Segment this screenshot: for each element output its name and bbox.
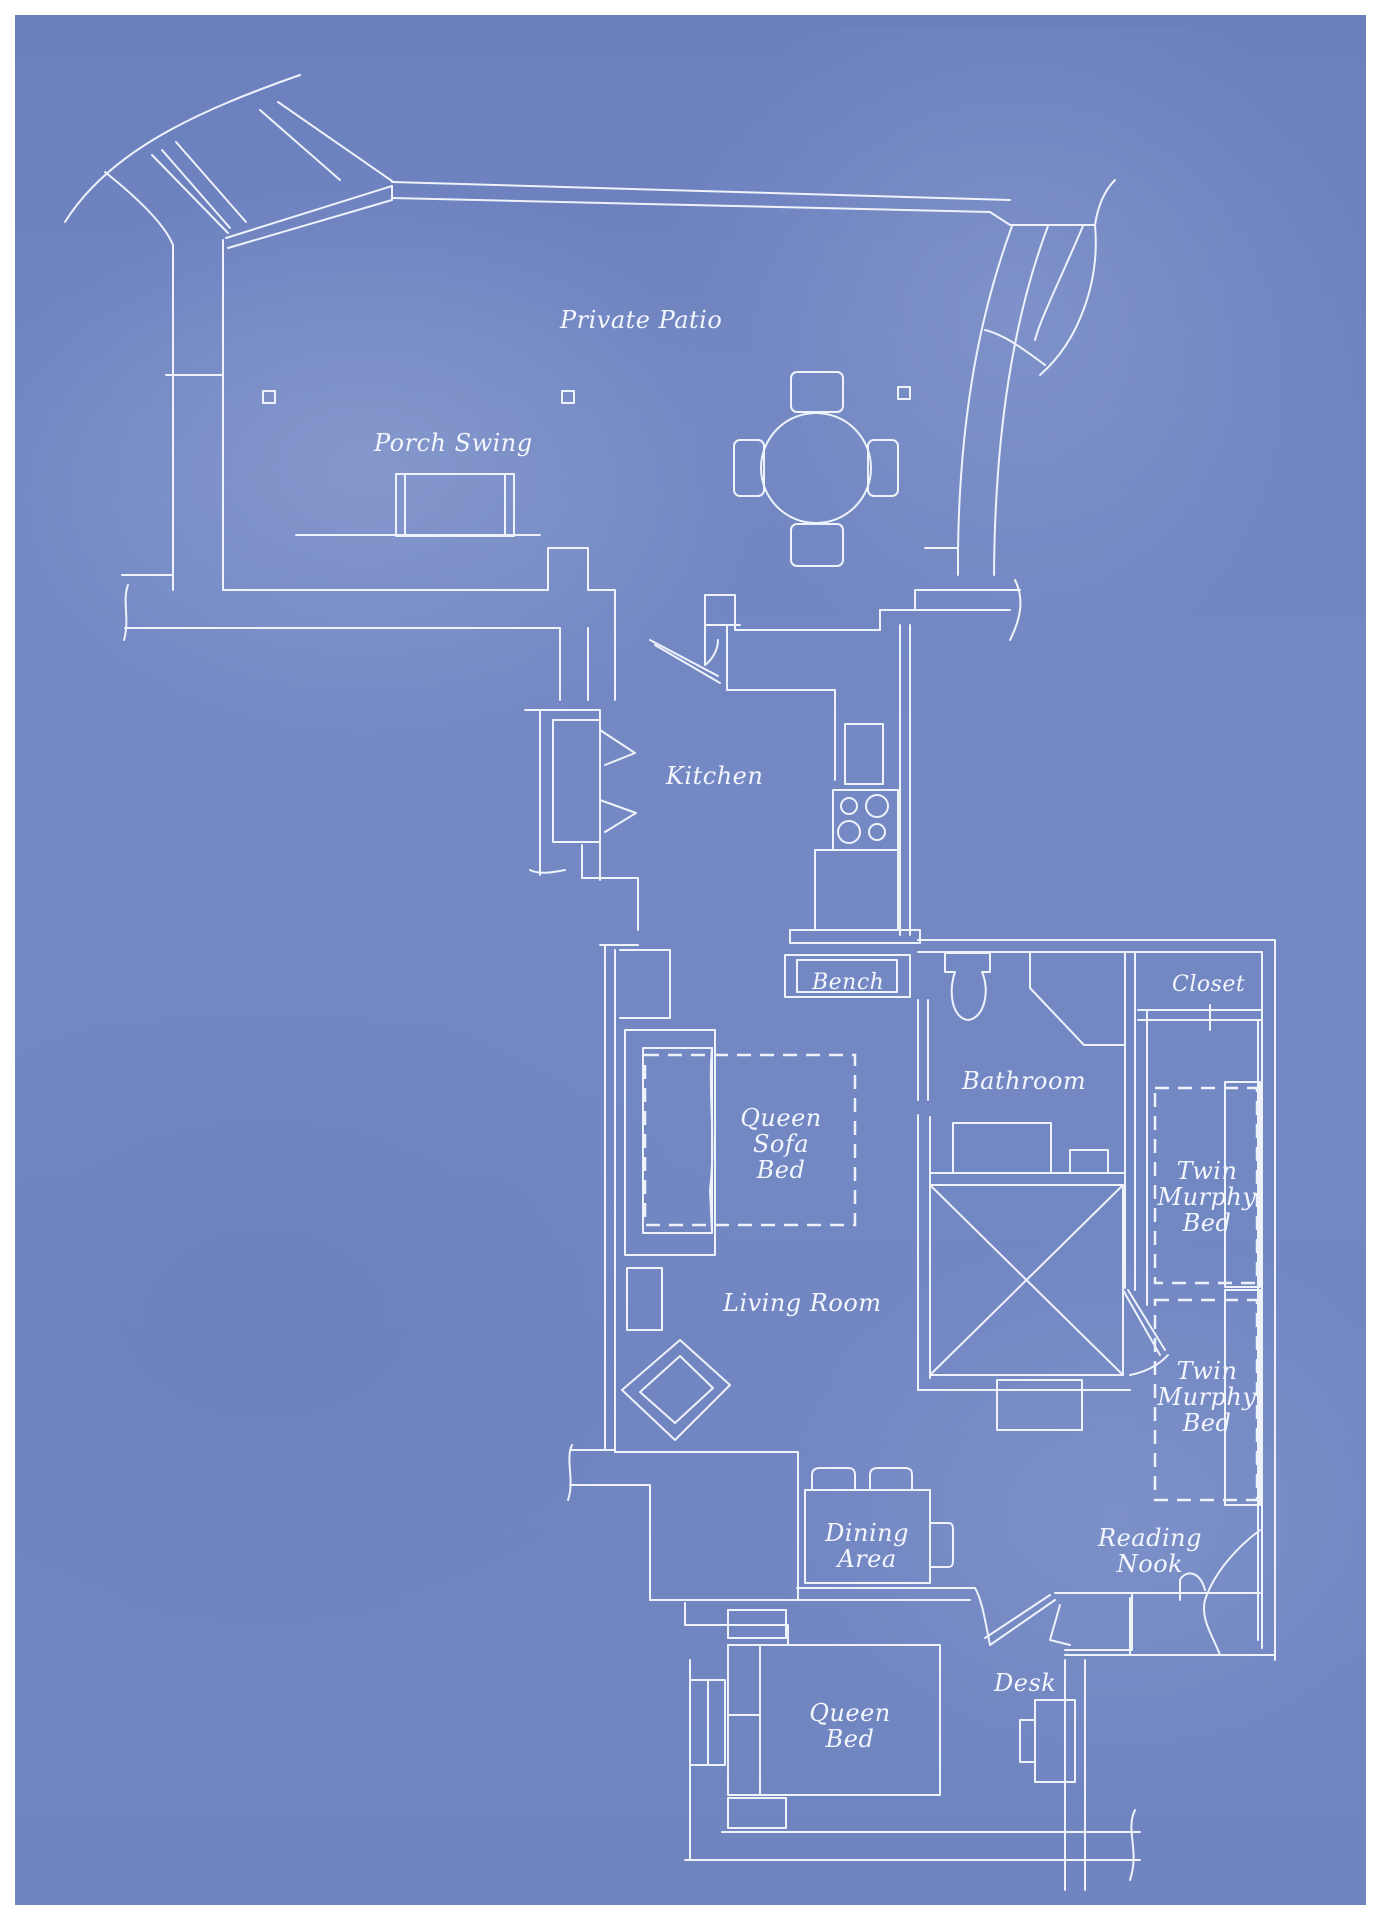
room-label-dining-area: Dining Area	[812, 1520, 922, 1572]
room-label-closet: Closet	[1172, 972, 1246, 997]
room-label-kitchen: Kitchen	[666, 762, 764, 790]
bench-furniture	[784, 954, 911, 998]
label-line: Bed	[1182, 1209, 1232, 1237]
room-label-bench: Bench	[812, 970, 885, 995]
label-line: Murphy	[1157, 1383, 1257, 1411]
patio-walls	[64, 74, 1116, 701]
label-line: Reading	[1098, 1524, 1202, 1552]
reading-nook-area	[974, 1529, 1276, 1891]
room-label-reading-nook: Reading Nook	[1090, 1525, 1210, 1577]
blueprint-sheet	[15, 15, 1366, 1905]
bathroom-walls	[917, 939, 1276, 1661]
room-label-porch-swing: Porch Swing	[374, 429, 533, 457]
label-line: Queen	[740, 1104, 822, 1132]
room-label-twin-murphy-bed-1: Twin Murphy Bed	[1157, 1158, 1257, 1236]
room-label-desk: Desk	[994, 1669, 1057, 1697]
room-label-bathroom: Bathroom	[962, 1067, 1087, 1095]
dining-table	[796, 1467, 976, 1601]
patio-round-table	[733, 371, 899, 567]
label-line: Bed	[825, 1725, 875, 1753]
twin-murphy-bed-1-outline	[1153, 1081, 1261, 1288]
patio-posts	[262, 386, 911, 404]
twin-murphy-bed-2-outline	[1153, 1289, 1263, 1506]
label-line: Dining	[825, 1519, 909, 1547]
sheet-top-band	[15, 15, 1366, 27]
label-line: Twin	[1176, 1157, 1238, 1185]
room-label-living-room: Living Room	[723, 1289, 882, 1317]
label-line: Sofa	[752, 1130, 810, 1158]
closet-walls	[1137, 1004, 1263, 1641]
label-line: Bed	[756, 1156, 806, 1184]
label-line: Twin	[1176, 1357, 1238, 1385]
label-line: Nook	[1116, 1550, 1184, 1578]
room-label-queen-sofa-bed: Queen Sofa Bed	[726, 1105, 836, 1183]
label-line: Murphy	[1157, 1183, 1257, 1211]
porch-swing-furniture	[295, 473, 541, 537]
room-label-twin-murphy-bed-2: Twin Murphy Bed	[1157, 1358, 1257, 1436]
label-line: Queen	[809, 1699, 891, 1727]
bedroom-walls	[649, 1599, 1141, 1881]
label-line: Area	[837, 1545, 897, 1573]
label-line: Bed	[1182, 1409, 1232, 1437]
room-label-queen-bed: Queen Bed	[795, 1700, 905, 1752]
living-room-walls	[567, 944, 857, 1601]
kitchen-walls	[524, 594, 921, 944]
room-label-private-patio: Private Patio	[560, 306, 723, 334]
